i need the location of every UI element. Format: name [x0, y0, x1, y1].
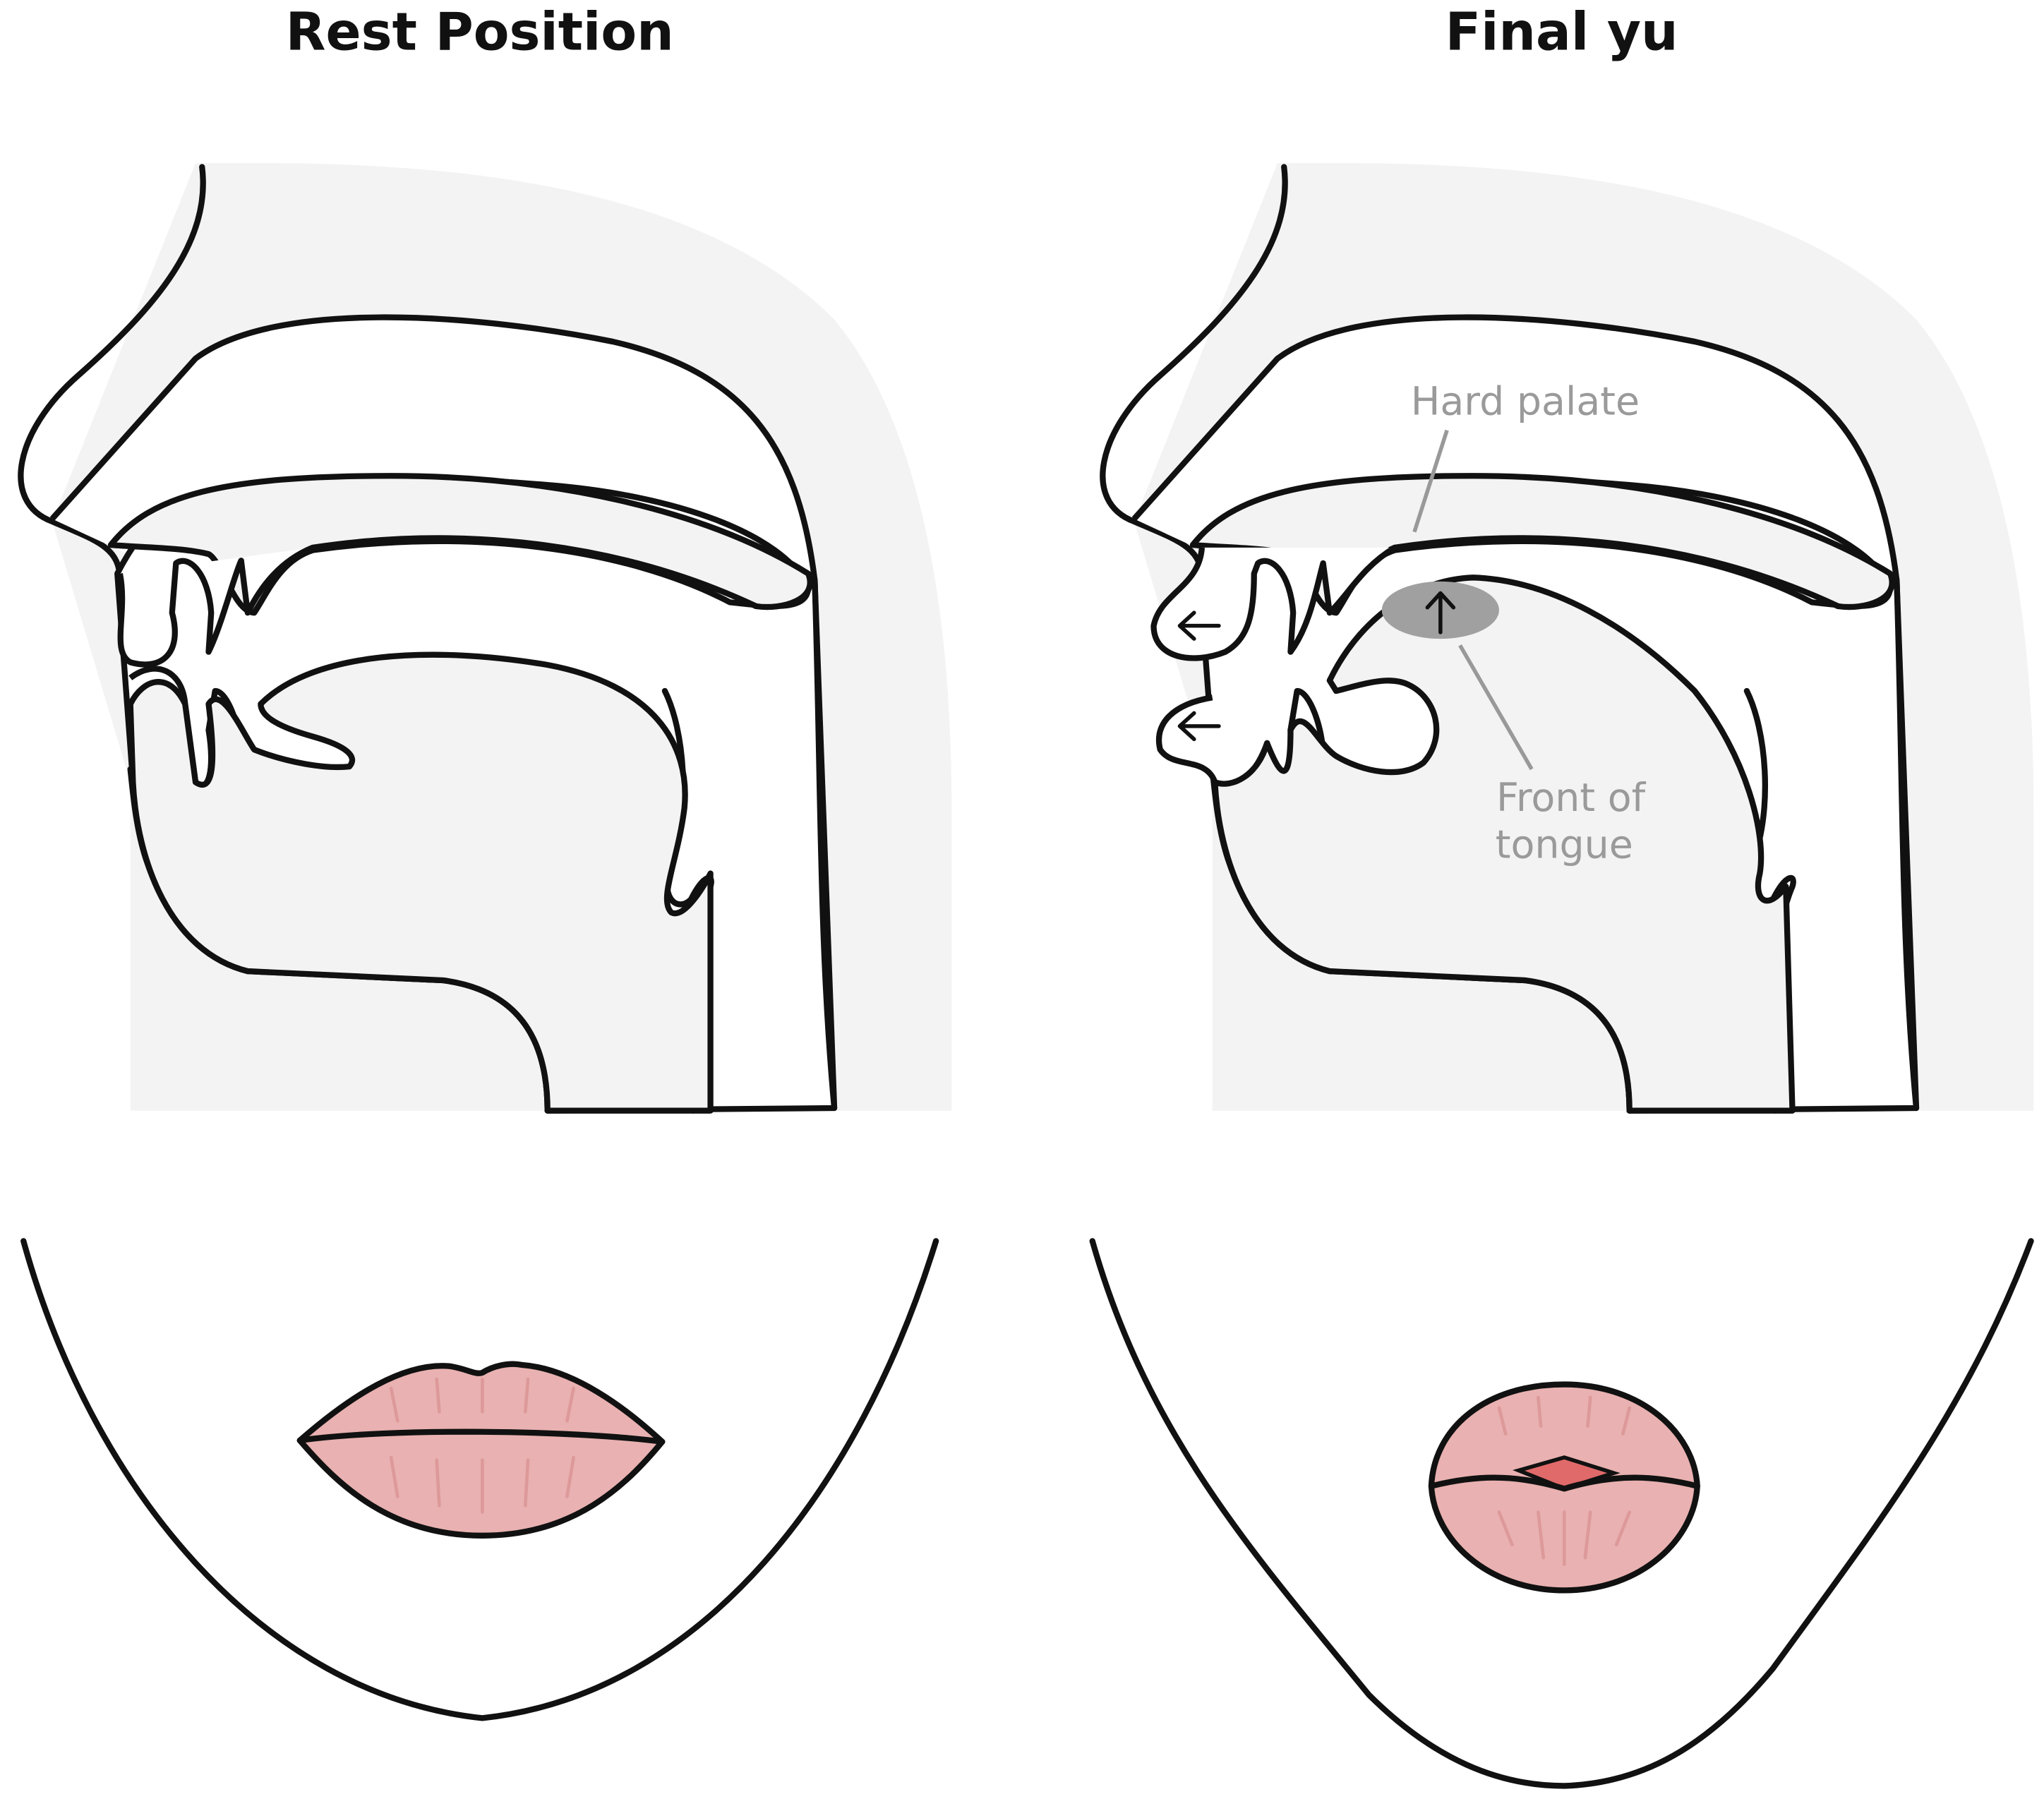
jaw-outline	[20, 1238, 939, 1721]
label-hard-palate: Hard palate	[1411, 379, 1640, 424]
label-front-of-tongue-line2: tongue	[1496, 822, 1633, 867]
front-view	[1089, 1238, 2034, 1789]
panel-title: Rest Position	[286, 1, 674, 62]
panel-final-yu: Final yu Hard palate Front of tongue	[1089, 1, 2034, 1789]
jaw-outline	[1089, 1238, 2034, 1789]
arrow-left-icon	[1177, 711, 1221, 742]
label-front-of-tongue-line1: Front of	[1496, 776, 1647, 821]
panel-title: Final yu	[1445, 1, 1678, 62]
panel-rest-position: Rest Position	[20, 1, 951, 1721]
arrow-up-icon	[1425, 591, 1456, 634]
sagittal-section	[20, 163, 951, 1111]
front-view	[20, 1238, 939, 1721]
arrow-left-icon	[1177, 610, 1221, 641]
sagittal-section	[1102, 163, 2033, 1111]
lips	[296, 1361, 666, 1539]
